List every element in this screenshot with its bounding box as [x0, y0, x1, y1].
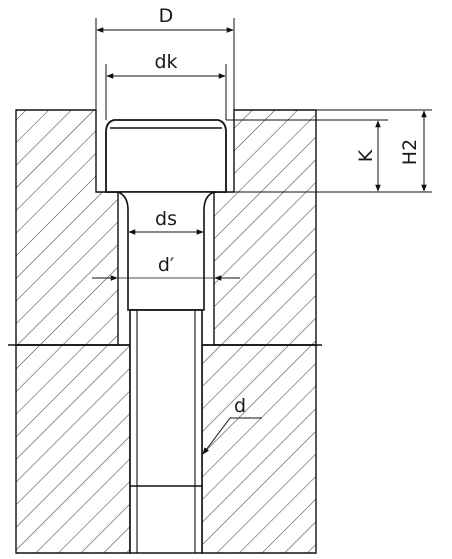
d-label: d	[234, 395, 246, 417]
d-leader-arrow	[202, 417, 231, 455]
ds-label: ds	[155, 208, 177, 230]
lower-plate-left-section	[15, 344, 131, 554]
dimension-D: D	[95, 5, 235, 110]
head-fillet	[117, 191, 215, 311]
D-label: D	[159, 5, 174, 27]
dimension-dk: dk	[105, 51, 227, 120]
upper-plate-left-section	[15, 109, 119, 346]
dimension-d: d	[202, 395, 262, 455]
dimension-d-prime: d′	[92, 254, 240, 281]
dimension-ds: ds	[128, 208, 204, 235]
K-label: K	[355, 149, 377, 162]
dk-label: dk	[154, 51, 177, 73]
upper-plate-right-section	[213, 109, 317, 346]
bolt-head	[105, 119, 227, 193]
d-prime-label: d′	[158, 254, 174, 276]
lower-plate-right-section	[201, 344, 317, 554]
bolt-shank	[129, 309, 203, 554]
H2-label: H2	[399, 139, 421, 165]
bolt	[105, 119, 227, 554]
dimension-K-H2: K H2	[226, 109, 432, 193]
